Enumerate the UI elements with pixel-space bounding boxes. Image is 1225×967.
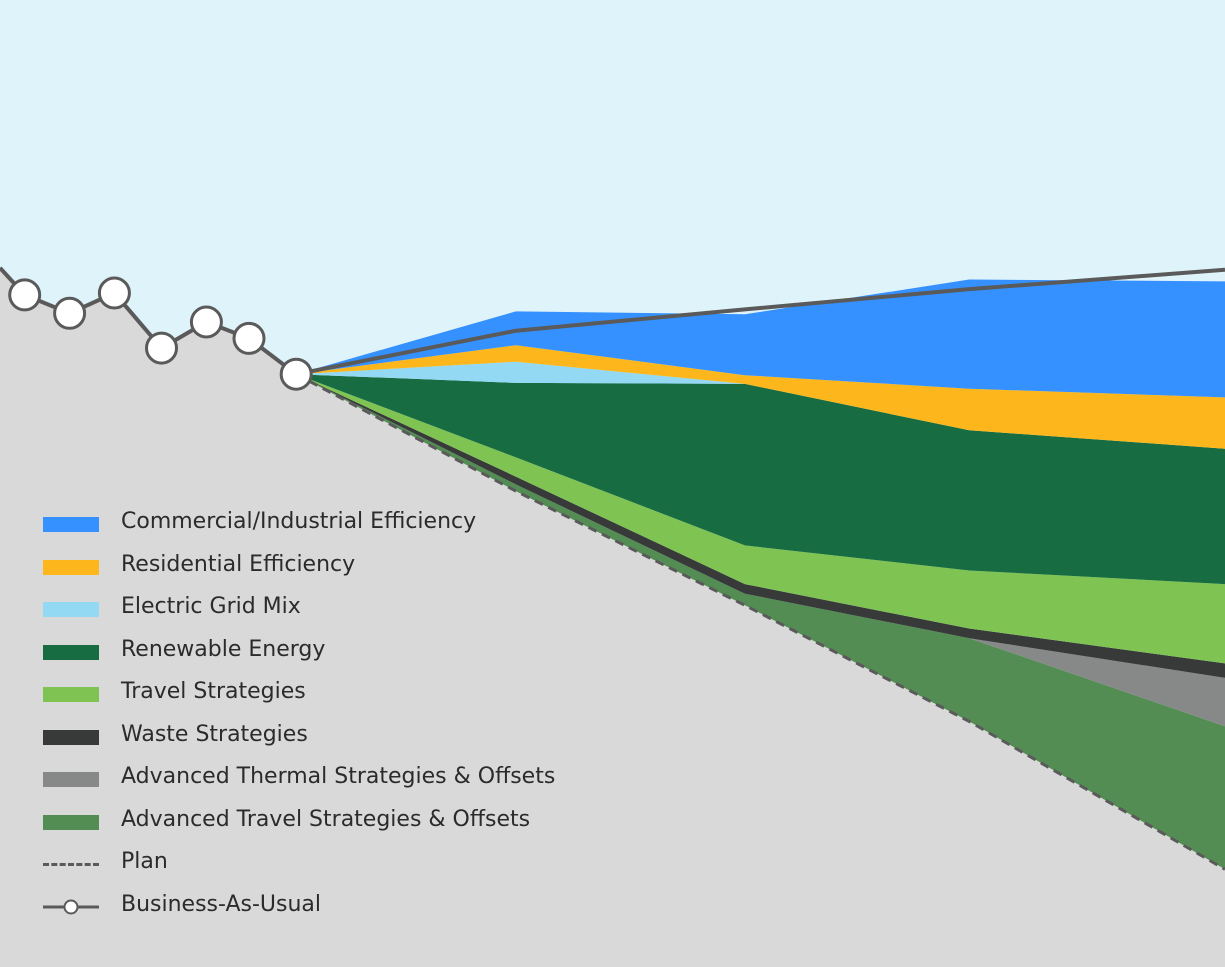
- legend-swatch: [43, 729, 99, 745]
- bau-marker: [8, 278, 42, 312]
- legend-swatch: [43, 602, 99, 617]
- legend-label: Advanced Travel Strategies & Offsets: [121, 806, 531, 832]
- legend-label: Commercial/Industrial Efficiency: [121, 509, 477, 534]
- legend-item: Business-As-Usual: [40, 883, 600, 926]
- legend-label: Residential Efficiency: [121, 551, 356, 577]
- legend-swatch: [43, 772, 99, 787]
- legend-swatch: [43, 687, 99, 702]
- bau-marker: [232, 321, 266, 355]
- bau-marker: [279, 357, 313, 391]
- legend-item: Travel Strategies: [40, 670, 600, 713]
- legend-swatch-bau: [43, 899, 99, 915]
- bau-marker: [189, 305, 223, 339]
- wedge-travel-strategies: [296, 374, 1225, 664]
- legend-item: Renewable Energy: [40, 628, 600, 671]
- wedge-electric-grid-mix: [296, 361, 1225, 449]
- legend-label: Plan: [121, 849, 168, 874]
- legend-item: Waste Strategies: [40, 713, 600, 756]
- legend-label: Business-As-Usual: [121, 891, 322, 917]
- legend-item: Advanced Travel Strategies & Offsets: [40, 798, 600, 841]
- legend-label: Advanced Thermal Strategies & Offsets: [121, 764, 556, 789]
- legend: Commercial/Industrial Efficiency Residen…: [40, 500, 600, 925]
- legend-swatch-plan: [43, 863, 99, 866]
- legend-swatch: [43, 644, 99, 660]
- wedge-residential-efficiency: [296, 345, 1225, 449]
- bau-legend-icon: [43, 899, 99, 914]
- legend-label: Electric Grid Mix: [121, 594, 301, 619]
- wedge-renewable-energy: [296, 374, 1225, 585]
- legend-label: Waste Strategies: [121, 721, 308, 747]
- wedge-advanced-thermal-strategies-offsets: [296, 374, 1225, 727]
- ground-area: [0, 267, 1225, 967]
- legend-item: Residential Efficiency: [40, 543, 600, 586]
- bau-marker: [97, 276, 131, 310]
- bau-markers: [8, 276, 313, 391]
- legend-item: Electric Grid Mix: [40, 585, 600, 628]
- legend-swatch: [43, 814, 99, 830]
- bau-marker: [53, 296, 87, 330]
- legend-label: Travel Strategies: [121, 679, 306, 704]
- legend-swatch: [43, 517, 99, 532]
- legend-swatch: [43, 559, 99, 575]
- legend-label: Renewable Energy: [121, 636, 326, 662]
- wedge-areas: [296, 279, 1225, 870]
- legend-item: Advanced Thermal Strategies & Offsets: [40, 755, 600, 798]
- wedge-commercial-industrial-efficiency: [296, 279, 1225, 398]
- legend-item: Commercial/Industrial Efficiency: [40, 500, 600, 543]
- plan-line: [295, 372, 1225, 871]
- legend-item: Plan: [40, 840, 600, 883]
- bau-marker: [145, 331, 178, 365]
